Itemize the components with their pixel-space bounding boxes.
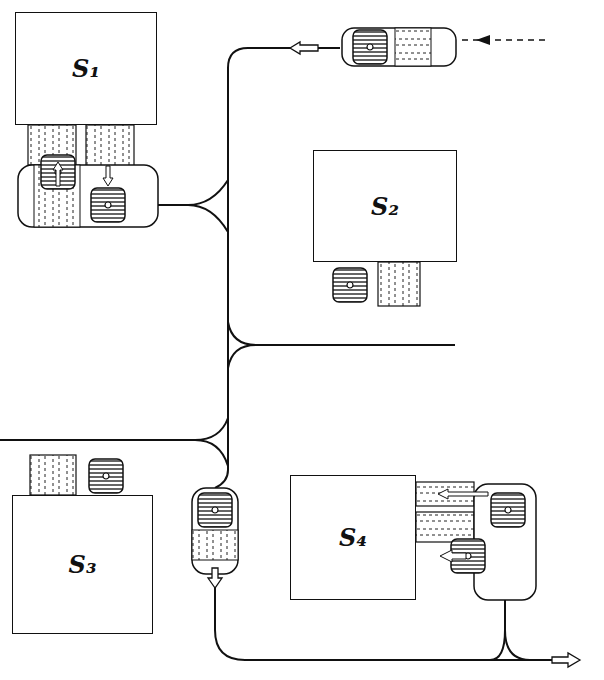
station-box: S₄ (290, 475, 416, 600)
station-box: S₂ (313, 150, 457, 262)
s4-dock (416, 482, 536, 600)
station-box: S₃ (12, 495, 153, 634)
station-label: S₂ (371, 192, 399, 221)
s3-dock (30, 455, 123, 495)
agv (192, 488, 238, 588)
s1-dock (18, 125, 158, 227)
track (0, 48, 575, 660)
station-label: S₄ (339, 523, 367, 552)
s2-dock (333, 262, 420, 306)
station-label: S₃ (69, 550, 97, 579)
agv (342, 28, 456, 66)
station-box: S₁ (15, 12, 157, 125)
station-label: S₁ (72, 54, 100, 83)
